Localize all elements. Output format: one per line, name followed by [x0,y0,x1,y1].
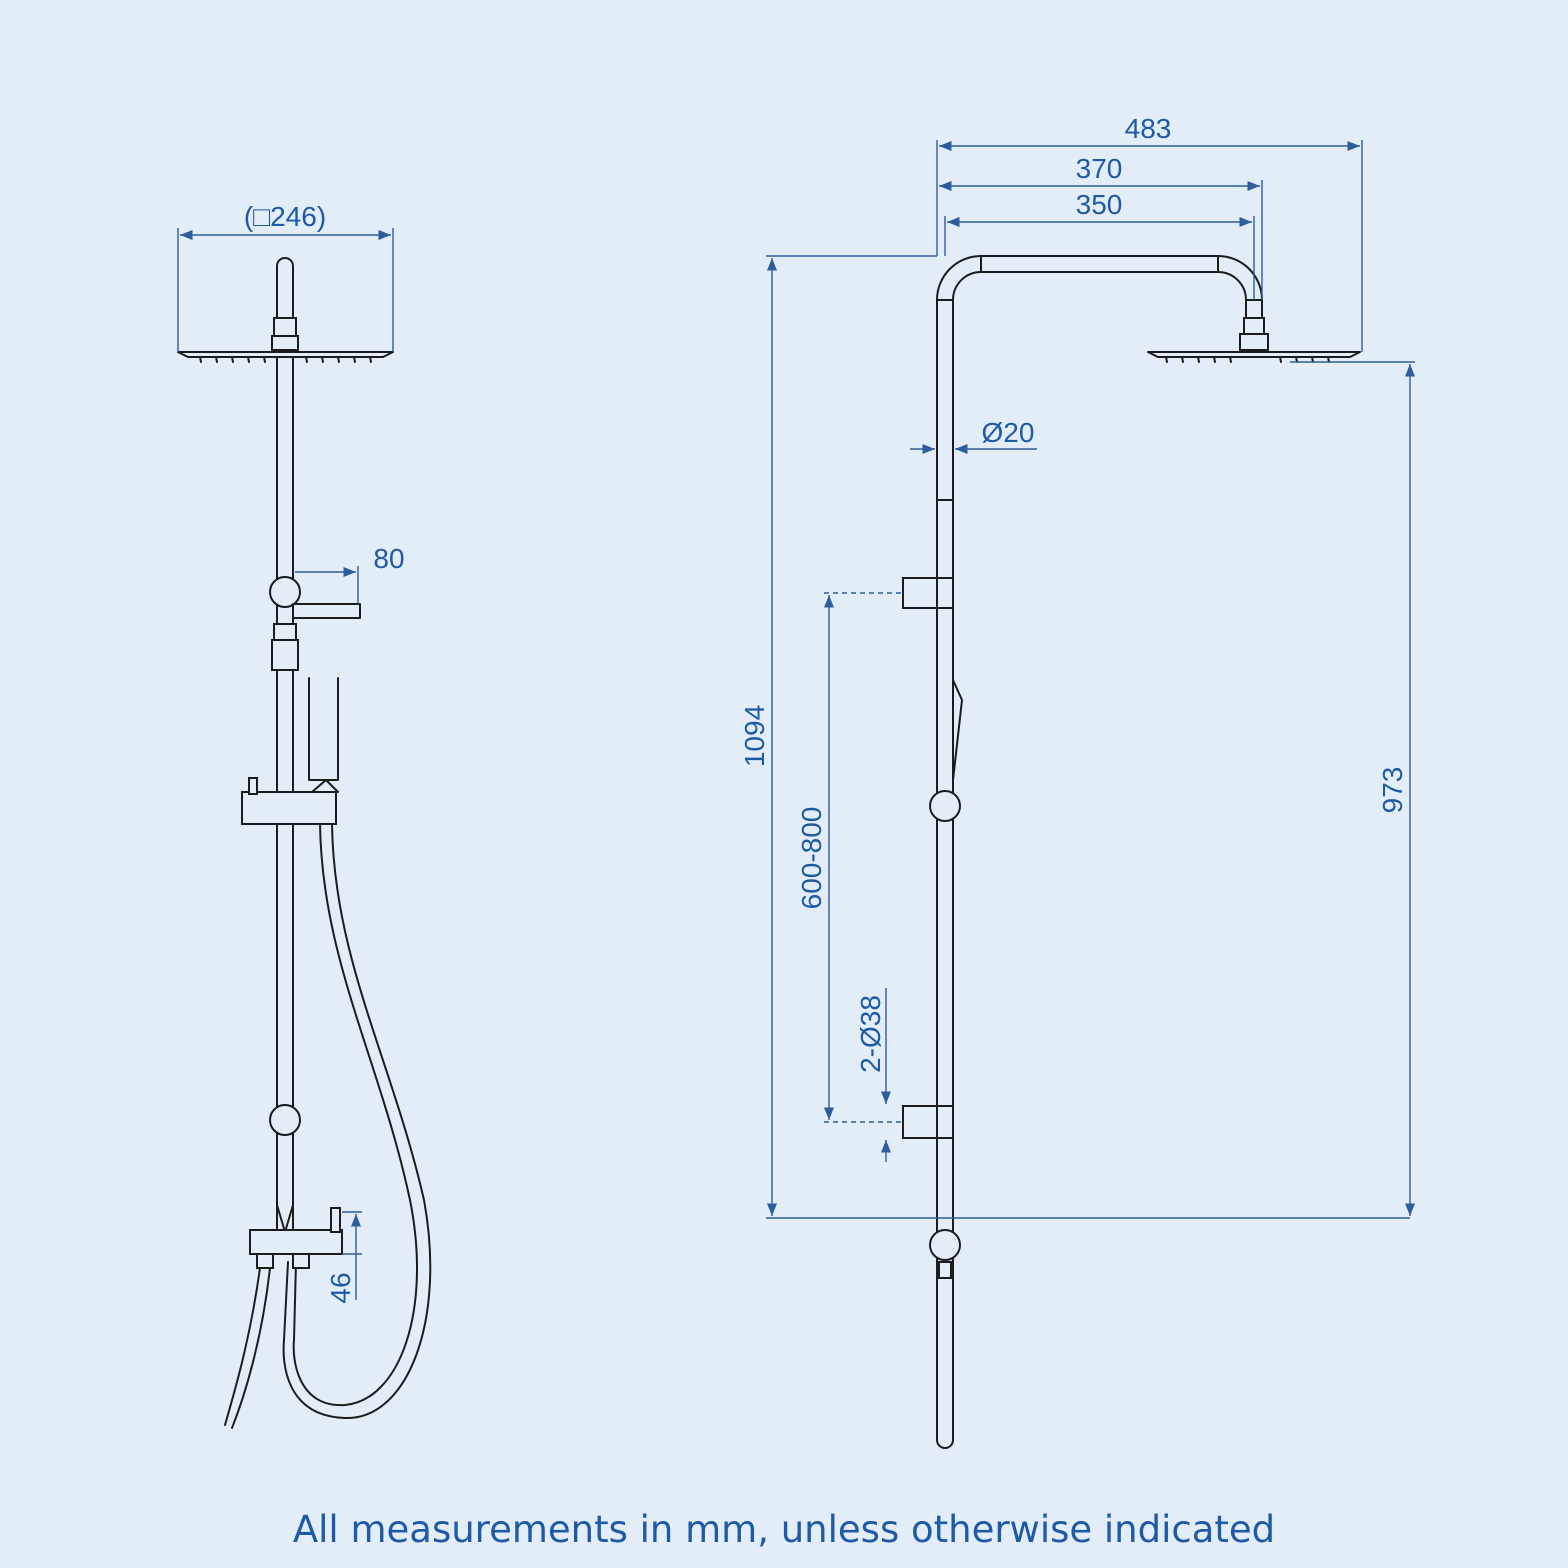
front-shower-head [1147,351,1361,358]
slider-pin [248,777,258,795]
top-stub [276,257,294,331]
side-dimensions: (□246) 80 46 [177,201,405,1304]
hose-outer [292,823,418,1407]
head-nut [1243,317,1265,335]
upper-wall-bracket [902,577,938,609]
bracket-diameter-label: 2-Ø38 [855,995,886,1073]
handheld-shower [308,677,339,781]
head-connector-front [1239,333,1269,351]
upper-bracket-collar [936,577,954,609]
front-holder [952,679,963,781]
head-size-label: (□246) [244,201,326,232]
head-height-label: 973 [1377,767,1408,814]
valve-height-label: 46 [325,1272,356,1303]
nozzle-row [199,356,372,363]
mid-connector [271,639,299,671]
front-view [902,255,1361,1449]
arm-projection-label: 80 [373,543,404,574]
mid-nut [273,623,297,641]
inlet-nut-right [292,1253,310,1269]
upper-bracket-knob [269,576,301,608]
head-connector [271,335,299,351]
inlet-nut-left [256,1253,274,1269]
total-height-label: 1094 [739,705,770,767]
valve-neck [276,1204,294,1233]
arm-width-mid-label: 370 [1076,153,1123,184]
riser-arm-outer [936,255,1263,1441]
front-dimensions: 483 370 350 Ø20 1094 600-800 2-Ø38 973 [739,113,1416,1219]
front-nozzle-row [1165,356,1330,363]
arm-width-inner-label: 350 [1076,189,1123,220]
lower-wall-bracket [902,1105,938,1139]
arm-width-outer-label: 483 [1125,113,1172,144]
diverter-knob [929,1229,961,1261]
riser-bottom-cap [936,1439,954,1449]
pipe-diameter-label: Ø20 [982,417,1035,448]
lower-bracket-knob [269,1104,301,1136]
bottom-nut [938,1261,952,1279]
top-nut [273,317,297,337]
side-view [177,257,432,1429]
slider-body [241,791,337,825]
valve-body [249,1229,343,1255]
inlet-pipe [224,1267,271,1429]
bracket-spacing-label: 600-800 [796,807,827,910]
handheld-holder [292,603,361,619]
lower-bracket-collar [936,1105,954,1139]
hose-inner [282,823,432,1420]
valve-lever [330,1207,341,1233]
front-slider-knob [929,790,961,822]
side-shower-head [177,351,394,358]
measurement-note: All measurements in mm, unless otherwise… [292,1508,1276,1551]
riser-arm-inner [952,271,1247,1441]
slider-cradle [311,779,339,793]
